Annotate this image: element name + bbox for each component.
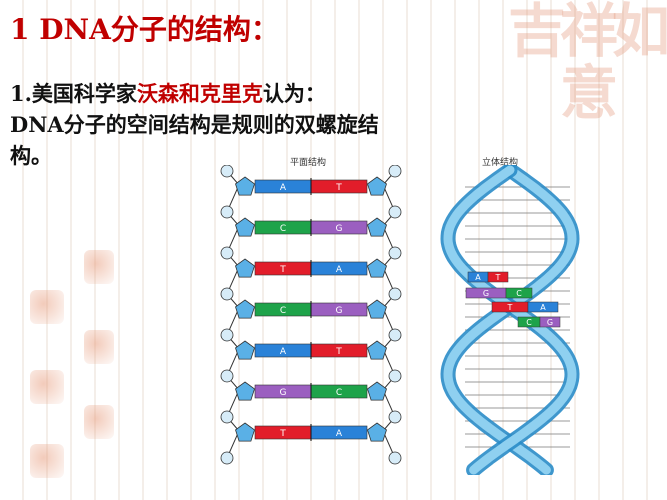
base-label-right: G [336,306,343,316]
base-label-left: G [280,388,287,398]
deoxyribose-left [235,176,255,196]
base-label-right: T [335,347,342,357]
helix-base-label-left: A [475,273,481,282]
phosphate-left [220,165,234,178]
seal-stamp [30,444,64,478]
para-prefix: 1.美国科学家 [10,81,137,106]
helix-base-label-right: T [495,273,501,282]
deoxyribose-right [367,258,387,278]
deoxyribose-left [235,381,255,401]
deoxyribose-left [235,422,255,442]
phosphate-left [220,246,234,260]
deoxyribose-left [235,258,255,278]
seal-stamp [84,405,114,439]
base-label-right: T [335,183,342,193]
phosphate-right [388,205,402,219]
deoxyribose-right [367,340,387,360]
helix-base-label-left: T [507,303,513,312]
phosphate-right [388,287,402,301]
deoxyribose-right [367,176,387,196]
deoxyribose-right [367,381,387,401]
phosphate-left [220,287,234,301]
deoxyribose-right [367,299,387,319]
base-label-right: A [336,429,343,439]
helix-base-label-right: C [516,289,522,298]
base-label-left: T [279,265,286,275]
seal-stamp [30,290,64,324]
seal-stamp [84,250,114,284]
dna-plane-structure-diagram: A T C G T A C G A T G C T A [220,165,402,465]
base-label-left: C [280,224,286,234]
seal-stamp [30,370,64,404]
base-label-left: A [280,347,287,357]
helix-base-right [527,301,559,313]
helix-strand-back-highlight [443,165,577,475]
helix-base-right [539,316,561,328]
helix-base-right [487,271,509,283]
helix-base-right [505,287,533,299]
scientist-names: 沃森和克里克 [136,81,263,106]
stereo-structure-label: 立体结构 [482,158,519,168]
phosphate-left [220,451,234,465]
para-line2: DNA分子的空间结构是规则的双螺旋结构。 [10,112,379,168]
base-label-right: A [336,265,343,275]
phosphate-right [388,410,402,424]
phosphate-left [220,369,234,383]
seal-stamp [84,330,114,364]
phosphate-right [388,451,402,465]
helix-base-label-left: C [526,318,532,327]
base-label-left: T [279,429,286,439]
plane-structure-label: 平面结构 [290,158,327,168]
slide-paragraph: 1.美国科学家沃森和克里克认为： DNA分子的空间结构是规则的双螺旋结构。 [10,78,390,171]
phosphate-right [388,369,402,383]
phosphate-right [388,328,402,342]
deoxyribose-right [367,217,387,237]
slide-title: 1 DNA分子的结构： [10,13,279,46]
phosphate-left [220,205,234,219]
phosphate-right [388,246,402,260]
base-label-left: A [280,183,287,193]
auspicious-seal-watermark: 吉祥如意 [507,0,667,127]
deoxyribose-left [235,340,255,360]
phosphate-left [220,328,234,342]
helix-base-label-right: G [547,318,553,327]
deoxyribose-right [367,422,387,442]
phosphate-left [220,410,234,424]
phosphate-right [388,165,402,178]
base-label-left: C [280,306,286,316]
deoxyribose-left [235,217,255,237]
helix-base-label-right: A [540,303,546,312]
base-label-right: C [336,388,342,398]
para-suffix: 认为： [262,81,326,106]
helix-base-label-left: G [483,289,489,298]
base-label-right: G [336,224,343,234]
deoxyribose-left [235,299,255,319]
